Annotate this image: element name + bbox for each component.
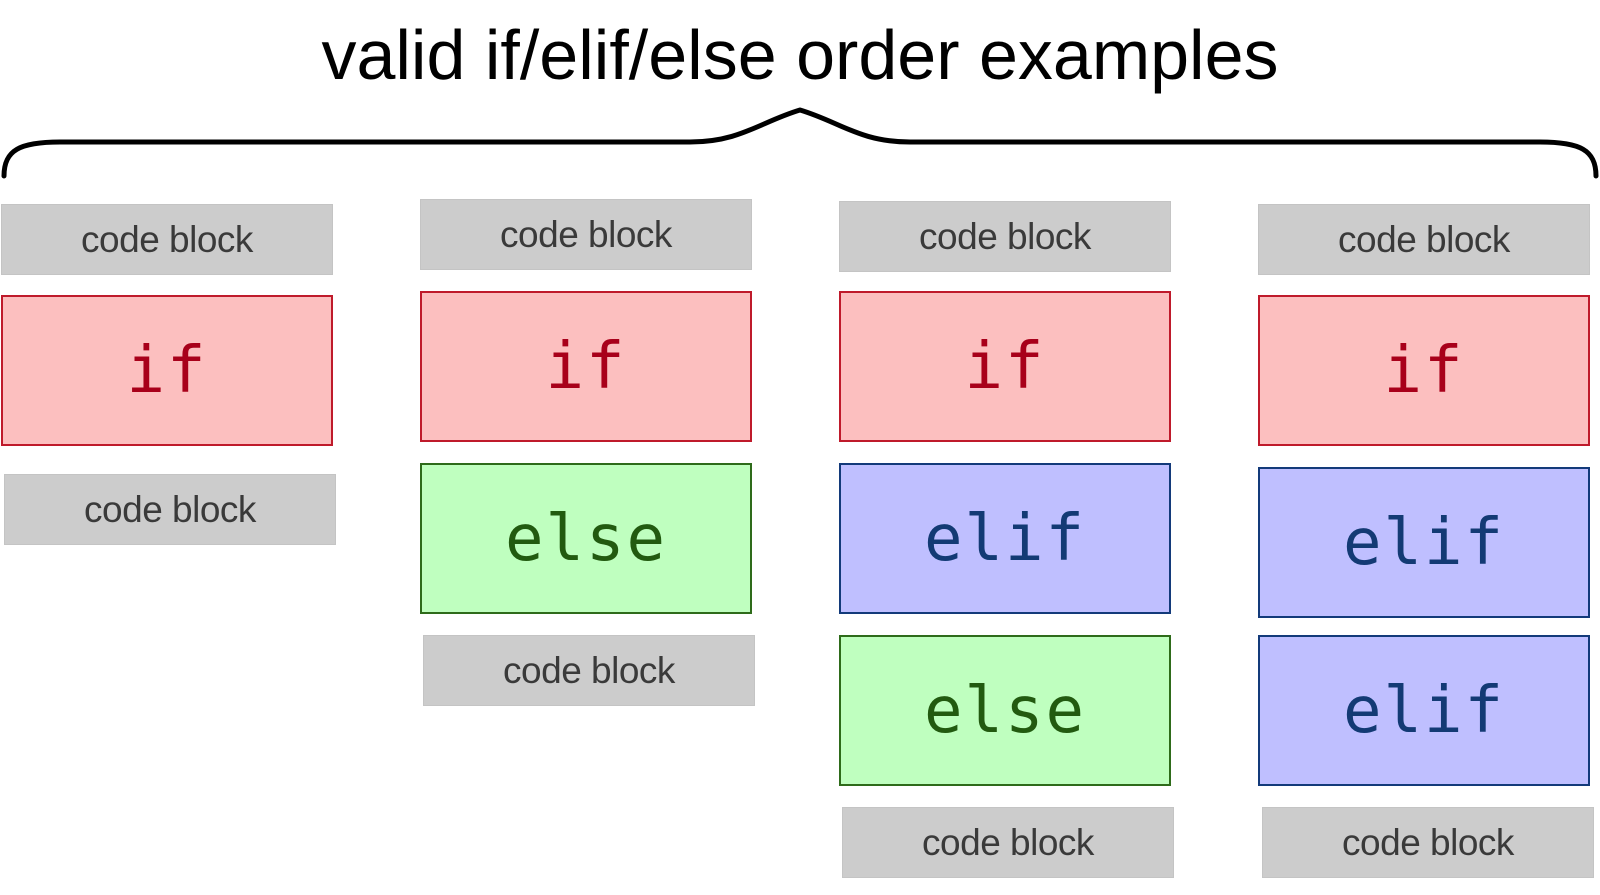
if-keyword: if bbox=[126, 333, 208, 408]
if-block: if bbox=[1258, 295, 1590, 446]
if-keyword: if bbox=[545, 329, 627, 404]
code-block-label: code block bbox=[922, 821, 1094, 863]
if-block: if bbox=[839, 291, 1171, 442]
else-keyword: else bbox=[504, 501, 668, 576]
else-block: else bbox=[420, 463, 752, 614]
code-block: code block bbox=[839, 201, 1171, 272]
code-block: code block bbox=[842, 807, 1174, 878]
code-block-label: code block bbox=[500, 213, 672, 255]
code-block-label: code block bbox=[84, 488, 256, 530]
code-block: code block bbox=[420, 199, 752, 270]
code-block: code block bbox=[1, 204, 333, 275]
elif-block: elif bbox=[839, 463, 1171, 614]
elif-block: elif bbox=[1258, 467, 1590, 618]
elif-keyword: elif bbox=[1342, 673, 1506, 748]
code-block-label: code block bbox=[919, 215, 1091, 257]
code-block-label: code block bbox=[503, 649, 675, 691]
else-block: else bbox=[839, 635, 1171, 786]
code-block: code block bbox=[4, 474, 336, 545]
code-block: code block bbox=[1258, 204, 1590, 275]
if-block: if bbox=[1, 295, 333, 446]
elif-keyword: elif bbox=[923, 501, 1087, 576]
else-keyword: else bbox=[923, 673, 1087, 748]
code-block: code block bbox=[1262, 807, 1594, 878]
elif-block: elif bbox=[1258, 635, 1590, 786]
if-block: if bbox=[420, 291, 752, 442]
code-block-label: code block bbox=[1342, 821, 1514, 863]
code-block: code block bbox=[423, 635, 755, 706]
elif-keyword: elif bbox=[1342, 505, 1506, 580]
if-keyword: if bbox=[1383, 333, 1465, 408]
diagram-title: valid if/elif/else order examples bbox=[321, 16, 1279, 94]
code-block-label: code block bbox=[1338, 218, 1510, 260]
if-keyword: if bbox=[964, 329, 1046, 404]
code-block-label: code block bbox=[81, 218, 253, 260]
